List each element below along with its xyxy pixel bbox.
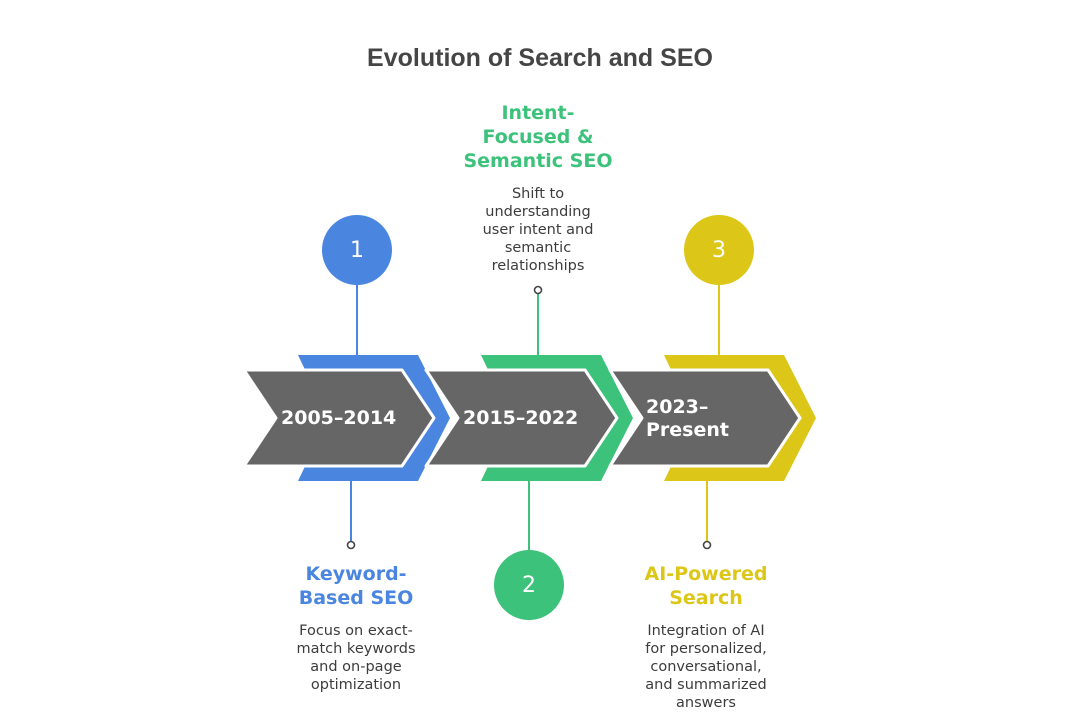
stage-3-heading: AI-Powered Search (644, 563, 768, 609)
stage-3-arrow (608, 368, 802, 468)
stage-1-period: 2005–2014 (281, 407, 397, 429)
stage-2-arrow (424, 368, 619, 468)
stage-2-heading: Intent- Focused & Semantic SEO (463, 102, 613, 172)
stage-3-connector-dot (702, 540, 712, 550)
stage-2-number: 2 (522, 572, 536, 598)
stage-1-description: Focus on exact- match keywords and on-pa… (296, 623, 416, 693)
stage-2-connector-dot (533, 285, 543, 295)
stage-2-number-badge: 2 (494, 550, 564, 620)
stage-3-description: Integration of AI for personalized, conv… (645, 623, 767, 711)
stage-2-period: 2015–2022 (463, 407, 579, 429)
stage-1-heading: Keyword- Based SEO (298, 563, 414, 609)
stage-2-description: Shift to understanding user intent and s… (482, 186, 594, 274)
page-title: Evolution of Search and SEO (367, 44, 713, 72)
stage-3-number: 3 (712, 237, 726, 263)
stage-1-arrow (242, 368, 436, 468)
stage-1-number-badge: 1 (322, 215, 392, 285)
stage-3-number-badge: 3 (684, 215, 754, 285)
stage-3-period: 2023– Present (646, 396, 729, 441)
stage-1-number: 1 (350, 237, 364, 263)
stage-1-connector-dot (346, 540, 356, 550)
